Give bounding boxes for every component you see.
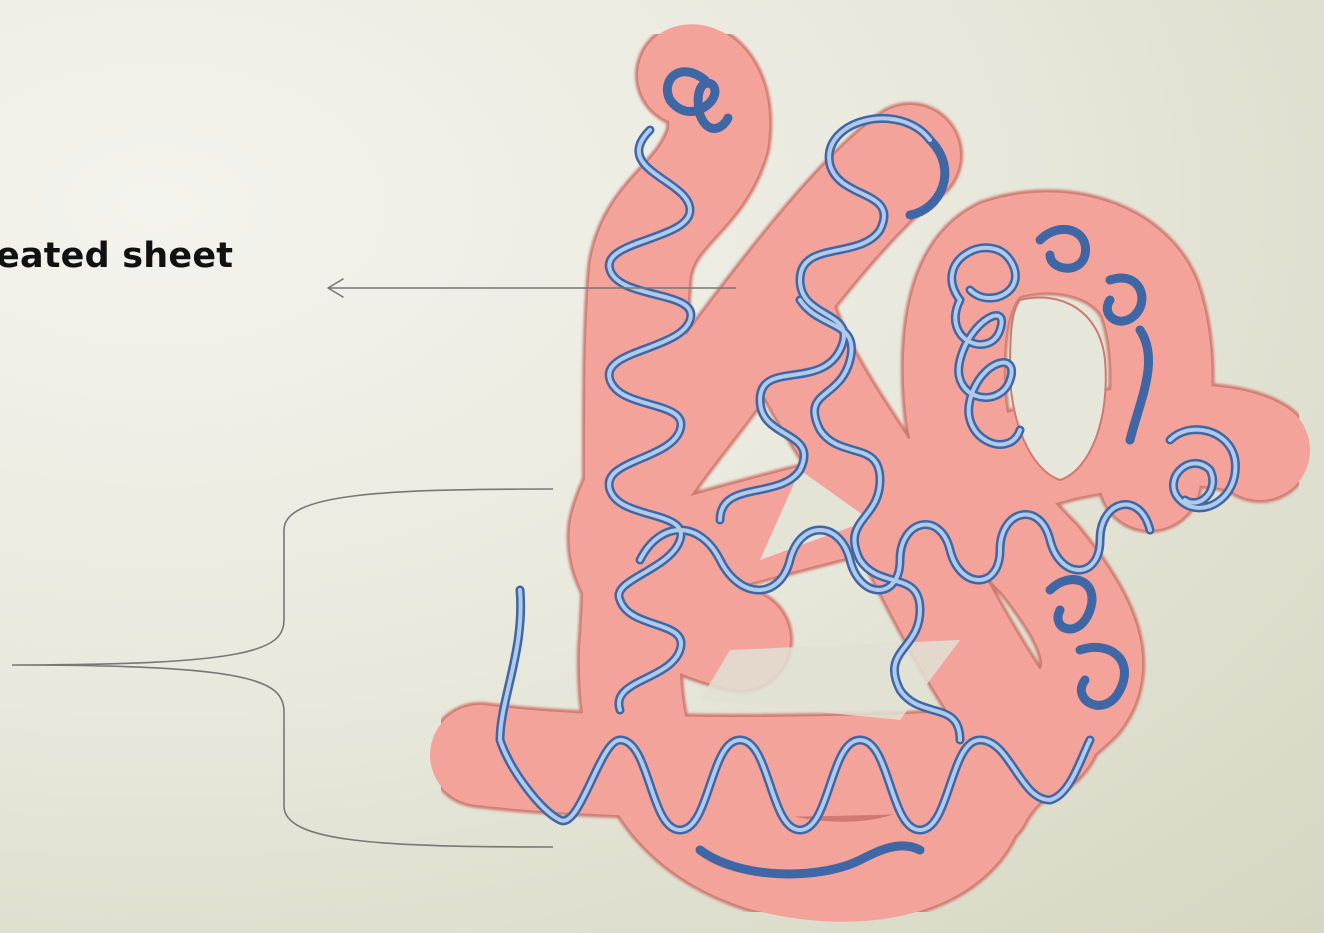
pleated-sheet-label: eated sheet xyxy=(0,236,233,276)
